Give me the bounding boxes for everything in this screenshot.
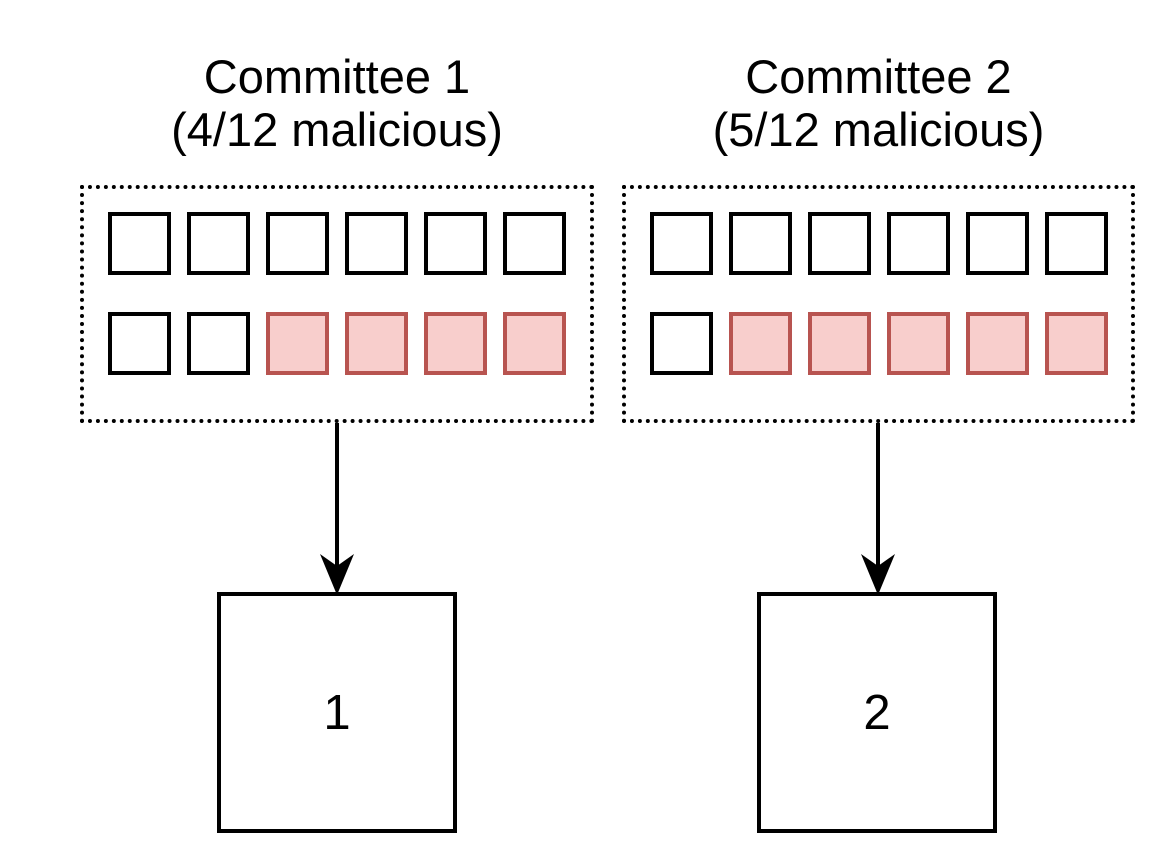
honest-member-square bbox=[728, 212, 792, 275]
arrow-committee-1-to-node bbox=[320, 423, 354, 595]
malicious-member-square bbox=[807, 312, 871, 375]
committee-1-member-pool bbox=[80, 185, 594, 423]
committee-1-title-line: Committee 1 bbox=[203, 50, 471, 103]
malicious-member-square bbox=[1044, 312, 1108, 375]
honest-member-square bbox=[965, 212, 1029, 275]
committee-2-title: Committee 2 (5/12 malicious) bbox=[622, 50, 1135, 156]
committee-1-output-node: 1 bbox=[217, 592, 457, 833]
arrow-head bbox=[861, 554, 895, 595]
honest-member-square bbox=[345, 212, 408, 275]
committee-2-output-label: 2 bbox=[863, 685, 891, 740]
honest-member-square bbox=[187, 312, 250, 375]
malicious-member-square bbox=[345, 312, 408, 375]
malicious-member-square bbox=[503, 312, 566, 375]
committee-2-title-line: Committee 2 bbox=[745, 50, 1012, 103]
committee-1-title: Committee 1 (4/12 malicious) bbox=[80, 50, 594, 156]
arrow-committee-2-to-node bbox=[861, 423, 895, 595]
honest-member-square bbox=[649, 212, 713, 275]
honest-member-square bbox=[266, 212, 329, 275]
honest-member-square bbox=[886, 212, 950, 275]
malicious-member-square bbox=[424, 312, 487, 375]
malicious-member-square bbox=[886, 312, 950, 375]
committee-2-output-node: 2 bbox=[757, 592, 997, 833]
honest-member-square bbox=[424, 212, 487, 275]
honest-member-square bbox=[1044, 212, 1108, 275]
committee-2-subtitle: (5/12 malicious) bbox=[712, 103, 1045, 156]
arrow-head bbox=[320, 554, 354, 595]
honest-member-square bbox=[108, 212, 171, 275]
committee-2-member-pool bbox=[622, 185, 1135, 423]
malicious-member-square bbox=[266, 312, 329, 375]
honest-member-square bbox=[187, 212, 250, 275]
honest-member-square bbox=[649, 312, 713, 375]
honest-member-square bbox=[108, 312, 171, 375]
committee-1-subtitle: (4/12 malicious) bbox=[171, 103, 503, 156]
honest-member-square bbox=[807, 212, 871, 275]
malicious-member-square bbox=[965, 312, 1029, 375]
honest-member-square bbox=[503, 212, 566, 275]
committee-1-output-label: 1 bbox=[323, 685, 351, 740]
malicious-member-square bbox=[728, 312, 792, 375]
